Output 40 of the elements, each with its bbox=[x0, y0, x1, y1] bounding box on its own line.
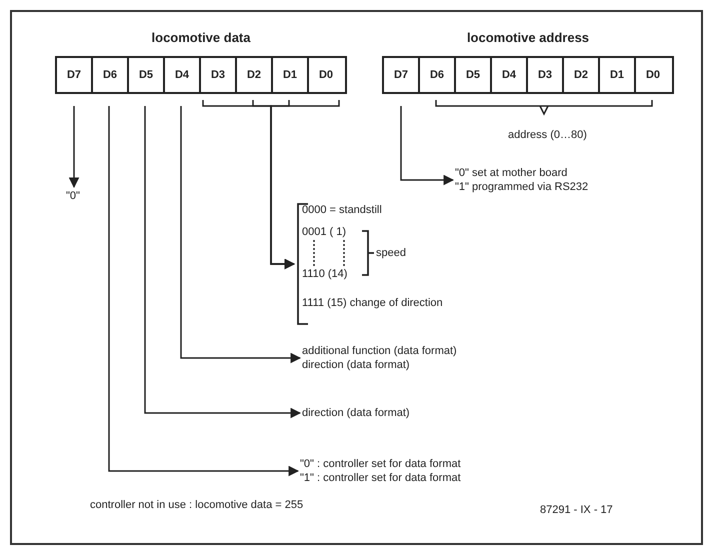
bit-cell: D6 bbox=[418, 58, 454, 92]
arrow bbox=[400, 106, 454, 186]
bit-cell: D5 bbox=[454, 58, 490, 92]
bit-cell: D7 bbox=[384, 58, 418, 92]
register-title: locomotive address bbox=[466, 29, 590, 47]
description-line: "1" programmed via RS232 bbox=[455, 180, 588, 194]
description-line: "0" set at mother board bbox=[455, 166, 568, 180]
value-text: "0" bbox=[66, 189, 80, 203]
bit-cell: D4 bbox=[163, 58, 199, 92]
bracket-label: address (0…80) bbox=[508, 128, 587, 142]
arrow bbox=[180, 106, 302, 364]
description-line: additional function (data format) bbox=[302, 344, 457, 358]
description-line: direction (data format) bbox=[302, 358, 411, 372]
description-line: "0" : controller set for data format bbox=[300, 457, 461, 471]
bit-cell: D3 bbox=[199, 58, 235, 92]
bit-cell: D6 bbox=[91, 58, 127, 92]
value-text: direction (data format) bbox=[302, 406, 410, 420]
bit-cell: D2 bbox=[562, 58, 598, 92]
register-title: locomotive data bbox=[150, 29, 252, 47]
bit-cell: D0 bbox=[307, 58, 343, 92]
arrow bbox=[68, 106, 80, 188]
figure-number: 87291 - IX - 17 bbox=[540, 503, 613, 517]
bit-cell: D1 bbox=[598, 58, 634, 92]
bit-cell: D0 bbox=[634, 58, 670, 92]
code-entry: 0000 = standstill bbox=[302, 203, 382, 217]
code-entry: 1111 (15) change of direction bbox=[302, 296, 443, 310]
range-label: speed bbox=[376, 246, 406, 260]
bit-cell: D7 bbox=[57, 58, 91, 92]
arrow bbox=[108, 106, 300, 476]
bit-cell: D4 bbox=[490, 58, 526, 92]
bit-cell: D2 bbox=[235, 58, 271, 92]
arrow bbox=[144, 106, 302, 418]
bit-cell: D1 bbox=[271, 58, 307, 92]
bit-cell: D5 bbox=[127, 58, 163, 92]
note-text: controller not in use : locomotive data = 255 bbox=[90, 498, 304, 512]
bit-cell: D3 bbox=[526, 58, 562, 92]
bracket-arrow bbox=[270, 100, 340, 270]
code-entry: 1110 (14) bbox=[302, 267, 348, 281]
code-entry: 0001 ( 1) bbox=[302, 225, 346, 239]
description-line: "1" : controller set for data format bbox=[300, 471, 461, 485]
